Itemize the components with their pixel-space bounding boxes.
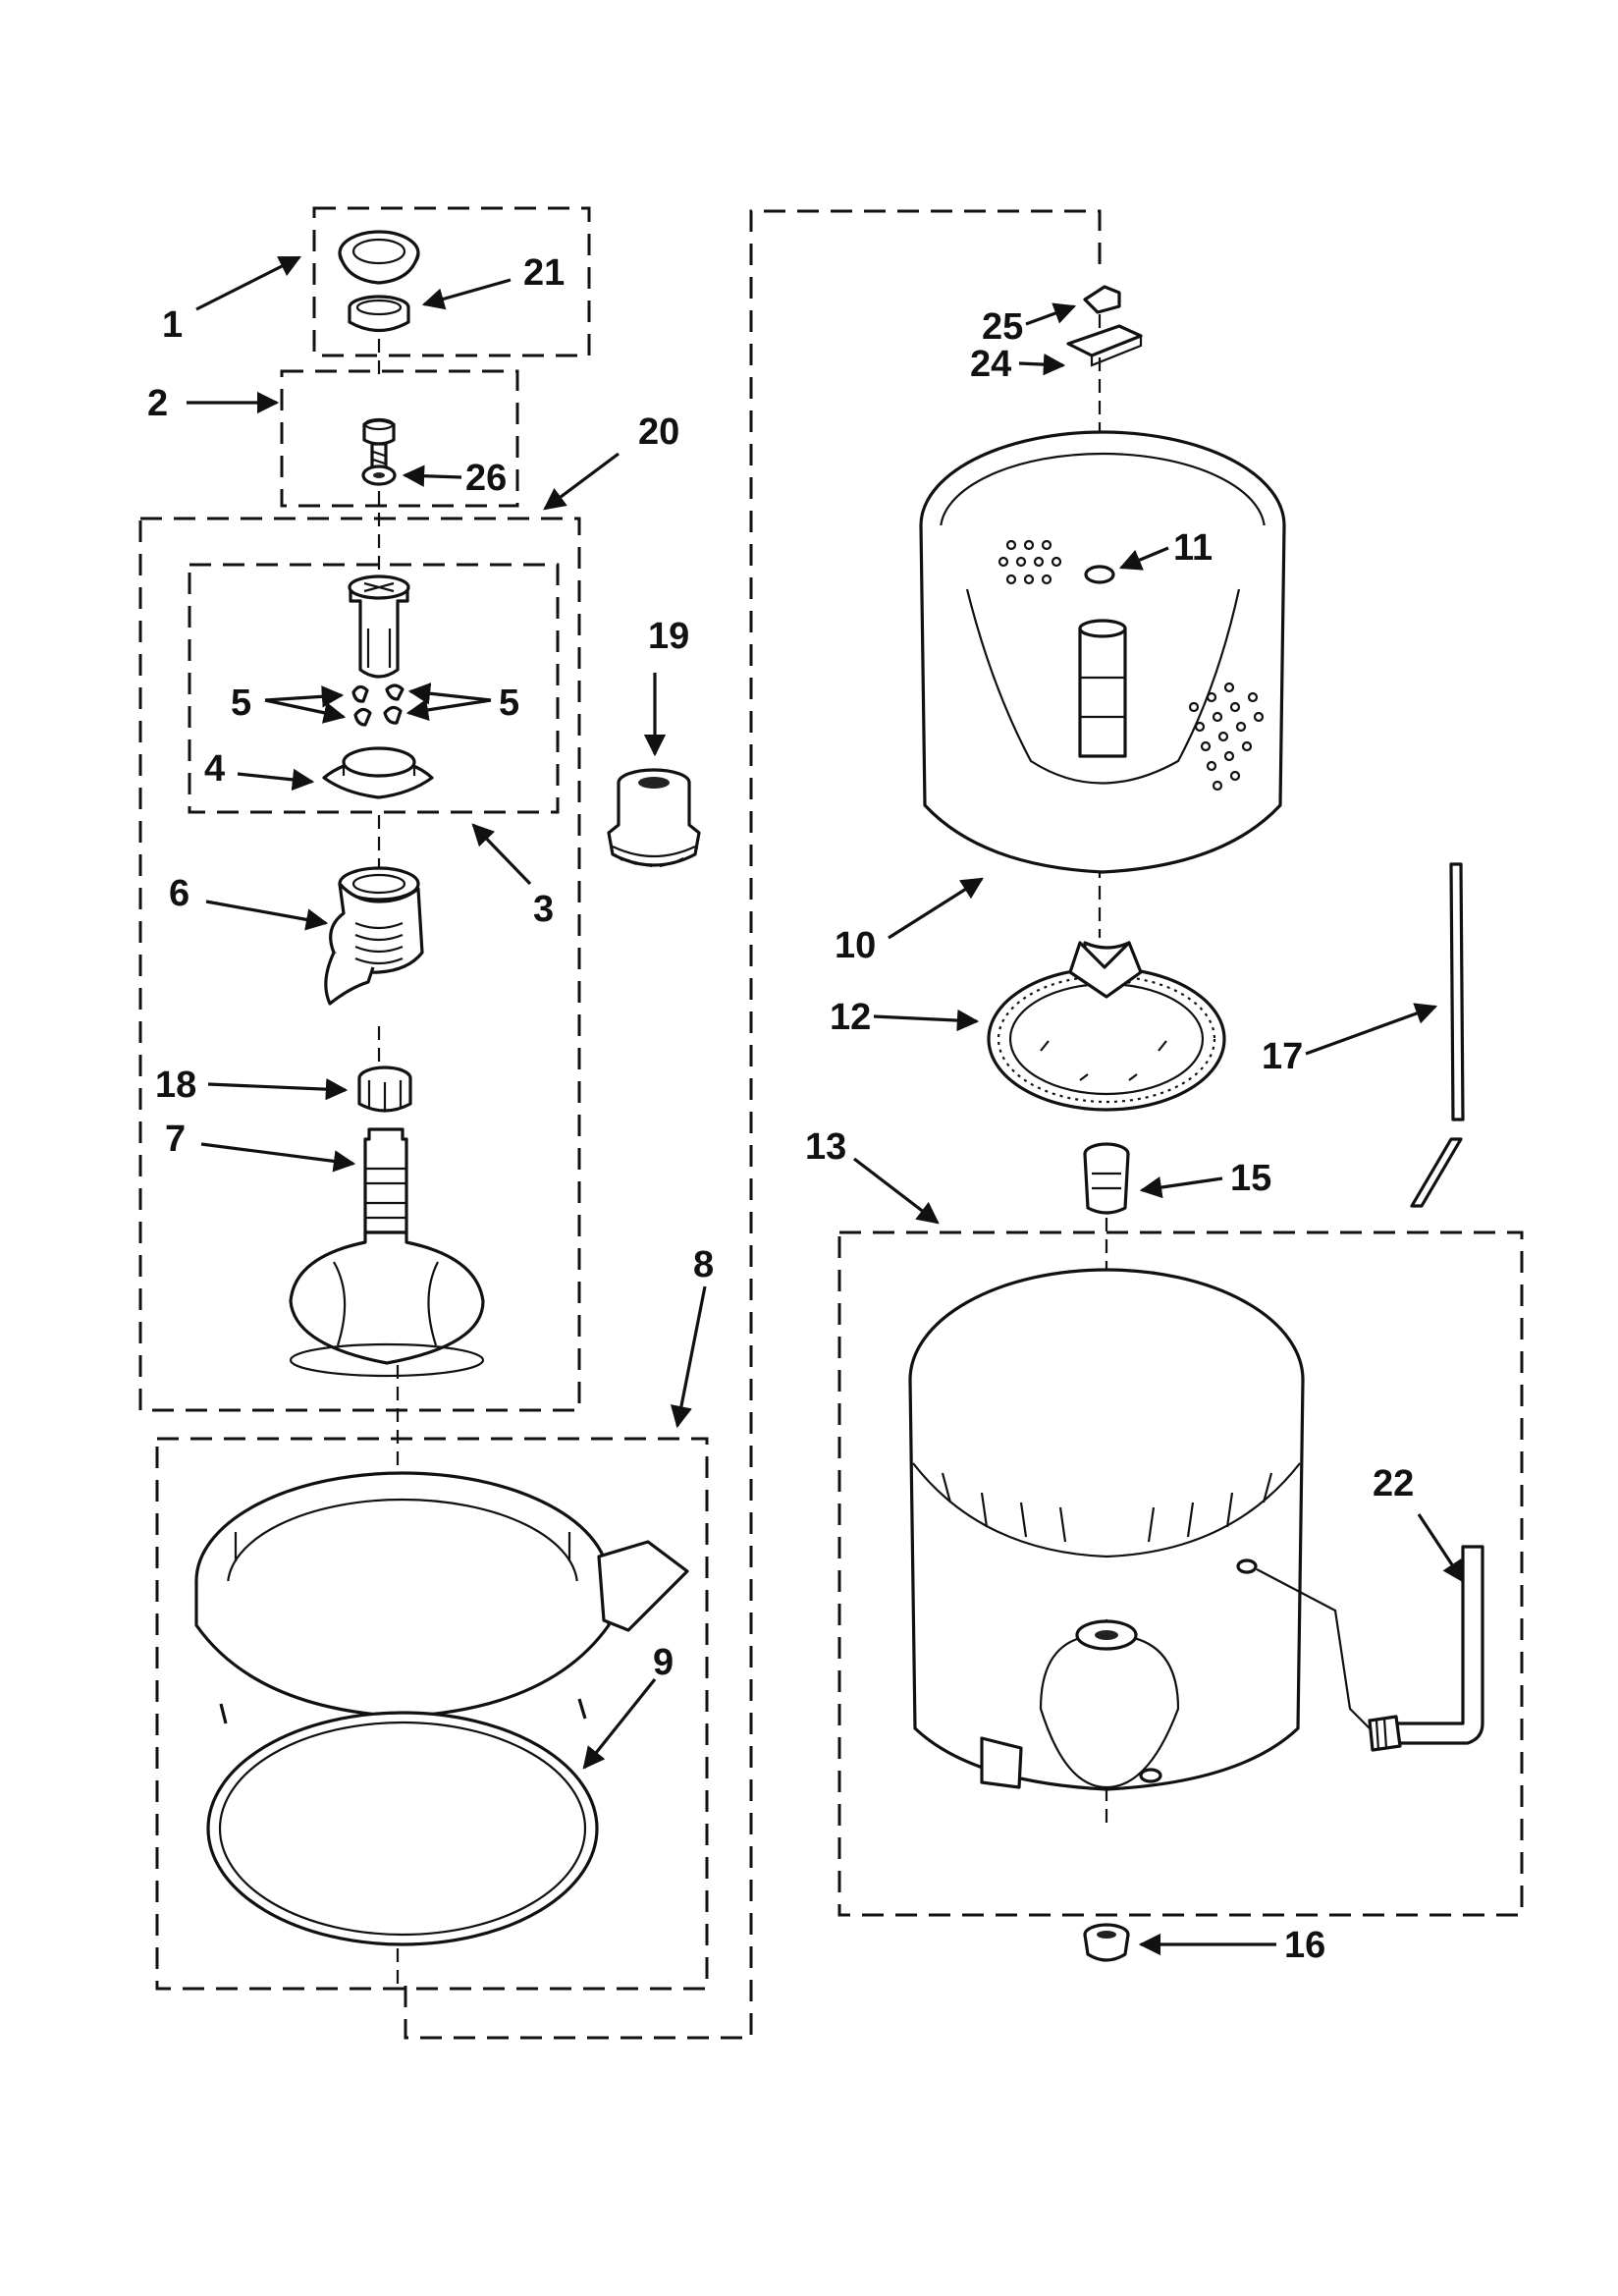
left-center-axis <box>377 339 400 1986</box>
part-13-outer-tub <box>908 1268 1305 1791</box>
callout-9: 9 <box>653 1642 674 1683</box>
part-9-tub-gasket <box>206 1711 599 1946</box>
callout-24: 24 <box>970 344 1011 385</box>
callout-26: 26 <box>465 458 507 499</box>
part-7-agitator-base <box>289 1127 485 1378</box>
part-18-drive-bell <box>357 1066 412 1113</box>
part-19-tub-seal <box>607 768 701 868</box>
callout-12: 12 <box>830 997 871 1038</box>
part-26-washer <box>361 465 397 486</box>
basket-holes <box>998 539 1265 792</box>
group-box-13 <box>837 1230 1524 1917</box>
part-17-hose <box>1410 862 1465 1208</box>
group-box-20 <box>138 517 581 1412</box>
callout-22: 22 <box>1373 1463 1414 1504</box>
callout-21: 21 <box>523 252 565 294</box>
part-3-agitator-cam <box>348 574 410 679</box>
part-12-drive-hub <box>987 941 1226 1112</box>
callout-25: 25 <box>982 306 1023 348</box>
part-8-tub-ring <box>194 1471 689 1751</box>
callout-20: 20 <box>638 411 679 453</box>
part-10-wash-basket <box>919 430 1286 874</box>
part-1-agitator-cap <box>338 230 420 285</box>
callout-5-right: 5 <box>499 683 519 724</box>
part-5-agitator-dogs <box>351 683 404 727</box>
part-6-agitator-auger <box>324 866 424 1006</box>
callout-3: 3 <box>533 889 554 930</box>
callout-1: 1 <box>162 304 183 346</box>
part-4-cam-base <box>322 746 434 799</box>
callout-2: 2 <box>147 383 168 424</box>
group-box-3 <box>188 563 560 814</box>
callout-4: 4 <box>204 748 225 790</box>
callout-16: 16 <box>1284 1925 1325 1966</box>
group-box-1 <box>312 206 591 357</box>
group-box-2 <box>280 369 519 508</box>
callout-6: 6 <box>169 873 189 914</box>
part-21-cap-ring <box>348 295 410 332</box>
callout-17: 17 <box>1262 1036 1303 1077</box>
callout-7: 7 <box>165 1119 186 1160</box>
leader-lines <box>187 255 1465 1956</box>
callout-19: 19 <box>648 616 689 657</box>
part-24-bracket <box>1066 324 1143 367</box>
callout-18: 18 <box>155 1065 196 1106</box>
callout-5-left: 5 <box>231 683 251 724</box>
callout-15: 15 <box>1230 1158 1271 1199</box>
callout-labels: 1 21 2 26 20 19 5 5 4 3 6 18 7 8 9 25 24… <box>147 252 1414 1966</box>
group-box-8 <box>155 1437 709 1991</box>
callout-10: 10 <box>835 925 876 966</box>
callout-13: 13 <box>805 1126 846 1168</box>
callout-11: 11 <box>1173 527 1213 569</box>
part-25-clip <box>1083 285 1121 314</box>
callout-8: 8 <box>693 1244 714 1285</box>
part-16-drain-plug <box>1083 1923 1130 1962</box>
part-22-drain-hose <box>1256 1545 1484 1752</box>
assembly-connector-line <box>404 209 1102 2040</box>
part-15-coupler <box>1083 1142 1130 1215</box>
